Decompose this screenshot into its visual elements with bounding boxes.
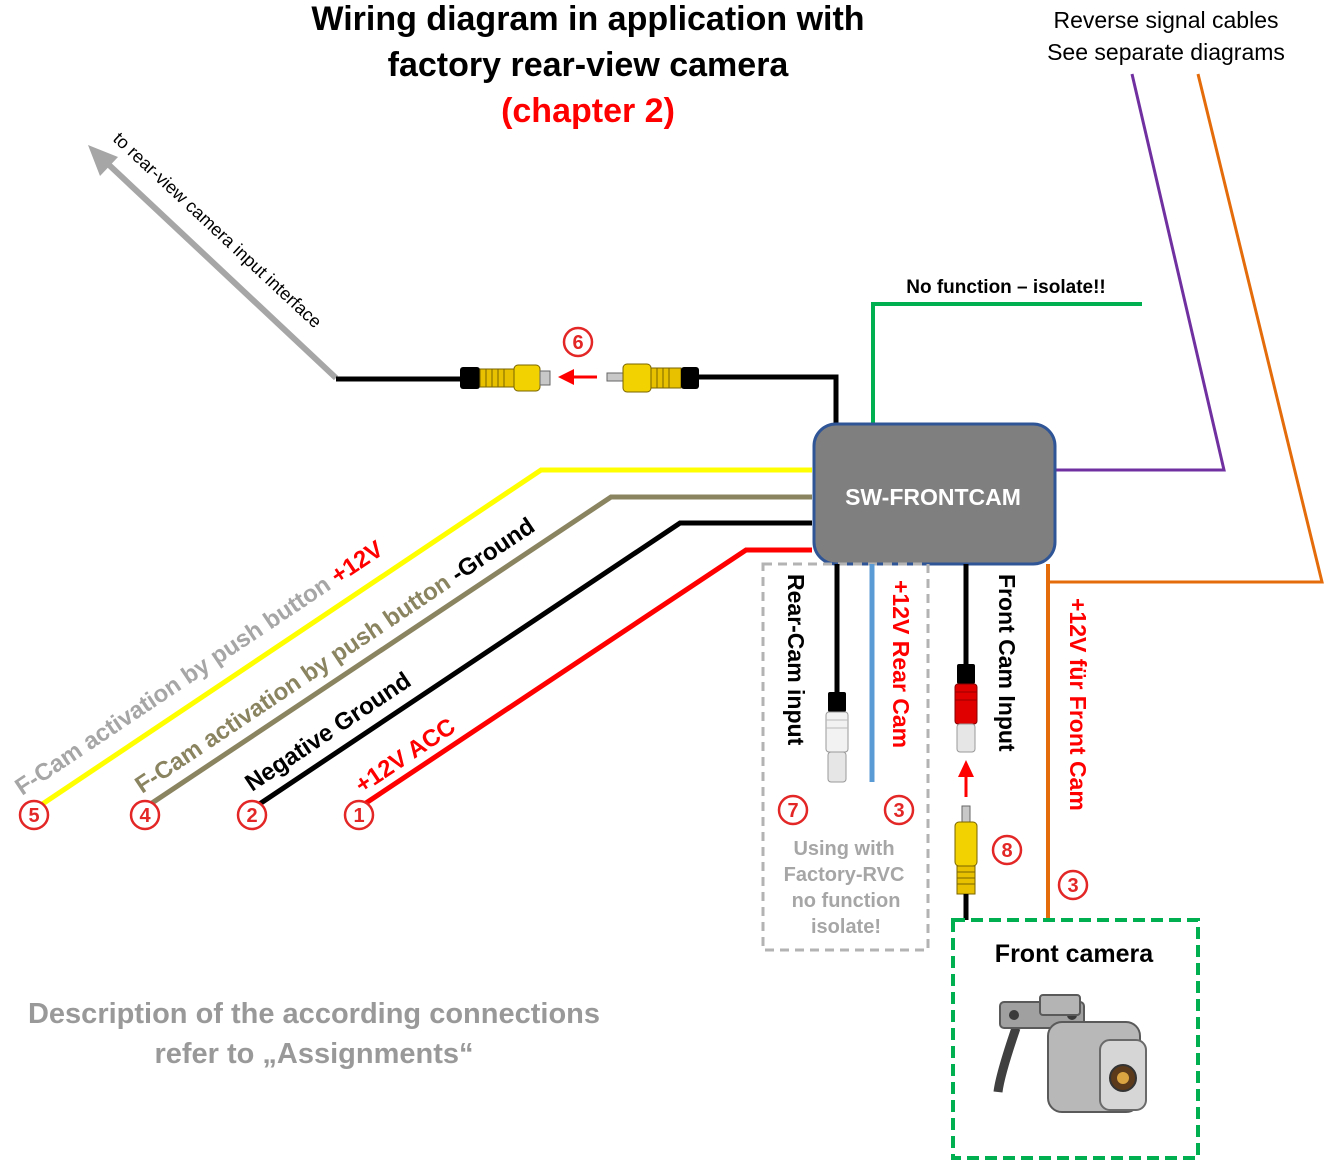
yellow-wire (36, 467, 812, 810)
marker-3b: 3 (1057, 869, 1089, 901)
marker-4-text: 4 (139, 805, 151, 827)
arrow-head-icon (88, 145, 118, 176)
arrow-left-icon (558, 369, 574, 385)
isolate-dashed-box (761, 562, 930, 952)
rca-male-connector-icon (606, 363, 699, 393)
green-wire (871, 302, 1142, 424)
title-line-3: (chapter 2) (501, 92, 675, 130)
front-camera-frame (951, 918, 1200, 1160)
marker-3a: 3 (883, 794, 915, 826)
marker-5-text: 5 (28, 805, 39, 827)
marker-3a-text: 3 (893, 800, 904, 822)
reverse-note-line-2: See separate diagrams (1047, 39, 1285, 65)
marker-5: 5 (18, 799, 50, 831)
rear-view-interface-label: to rear-view camera input interface (109, 128, 325, 332)
marker-4: 4 (129, 799, 161, 831)
isolate-note-line-3: no function (792, 890, 901, 912)
marker-7: 7 (777, 794, 809, 826)
acc-label: +12V ACC (350, 713, 460, 799)
marker-8: 8 (991, 834, 1023, 866)
title-line-2: factory rear-view camera (388, 46, 790, 84)
marker-7-text: 7 (787, 800, 798, 822)
front-cam-12v-label: +12V für Front Cam (1065, 598, 1091, 811)
isolate-note-line-2: Factory-RVC (784, 864, 905, 886)
front-camera-icon (993, 994, 1147, 1113)
no-function-label: No function – isolate!! (906, 277, 1106, 298)
red-acc-wire (358, 547, 812, 810)
yellow-rca-plug-icon (954, 805, 978, 895)
grey-interface-wire (105, 161, 339, 381)
khaki-wire (144, 494, 812, 810)
description-line-1: Description of the according connections (28, 998, 600, 1030)
description-line-2: refer to „Assignments“ (154, 1038, 473, 1070)
black-video-wire (694, 374, 839, 424)
marker-1: 1 (343, 799, 375, 831)
marker-2: 2 (236, 799, 268, 831)
title-line-1: Wiring diagram in application with (311, 0, 864, 38)
sw-frontcam-module (812, 422, 1057, 566)
module-label: SW-FRONTCAM (845, 484, 1021, 510)
isolate-note-line-4: isolate! (811, 916, 881, 938)
front-cam-input-label: Front Cam Input (994, 574, 1020, 752)
rca-female-connector-icon (460, 364, 551, 392)
black-ground-wire (253, 520, 812, 810)
marker-6: 6 (562, 326, 594, 358)
marker-6-text: 6 (572, 332, 583, 354)
front-camera-label: Front camera (995, 940, 1154, 968)
arrow-up-icon (958, 760, 974, 777)
purple-reverse-wire (1055, 73, 1226, 472)
rear-cam-input-label: Rear-Cam input (783, 574, 809, 746)
orange-reverse-wire (1048, 73, 1324, 584)
marker-2-text: 2 (246, 805, 257, 827)
rear-cam-12v-label: +12V Rear Cam (888, 580, 914, 748)
isolate-note-line-1: Using with (793, 838, 894, 860)
reverse-note-line-1: Reverse signal cables (1053, 7, 1278, 33)
marker-1-text: 1 (353, 805, 364, 827)
white-rca-connector-icon (825, 692, 849, 783)
red-rca-connector-icon (954, 664, 978, 753)
marker-3b-text: 3 (1067, 875, 1078, 897)
marker-8-text: 8 (1001, 840, 1012, 862)
